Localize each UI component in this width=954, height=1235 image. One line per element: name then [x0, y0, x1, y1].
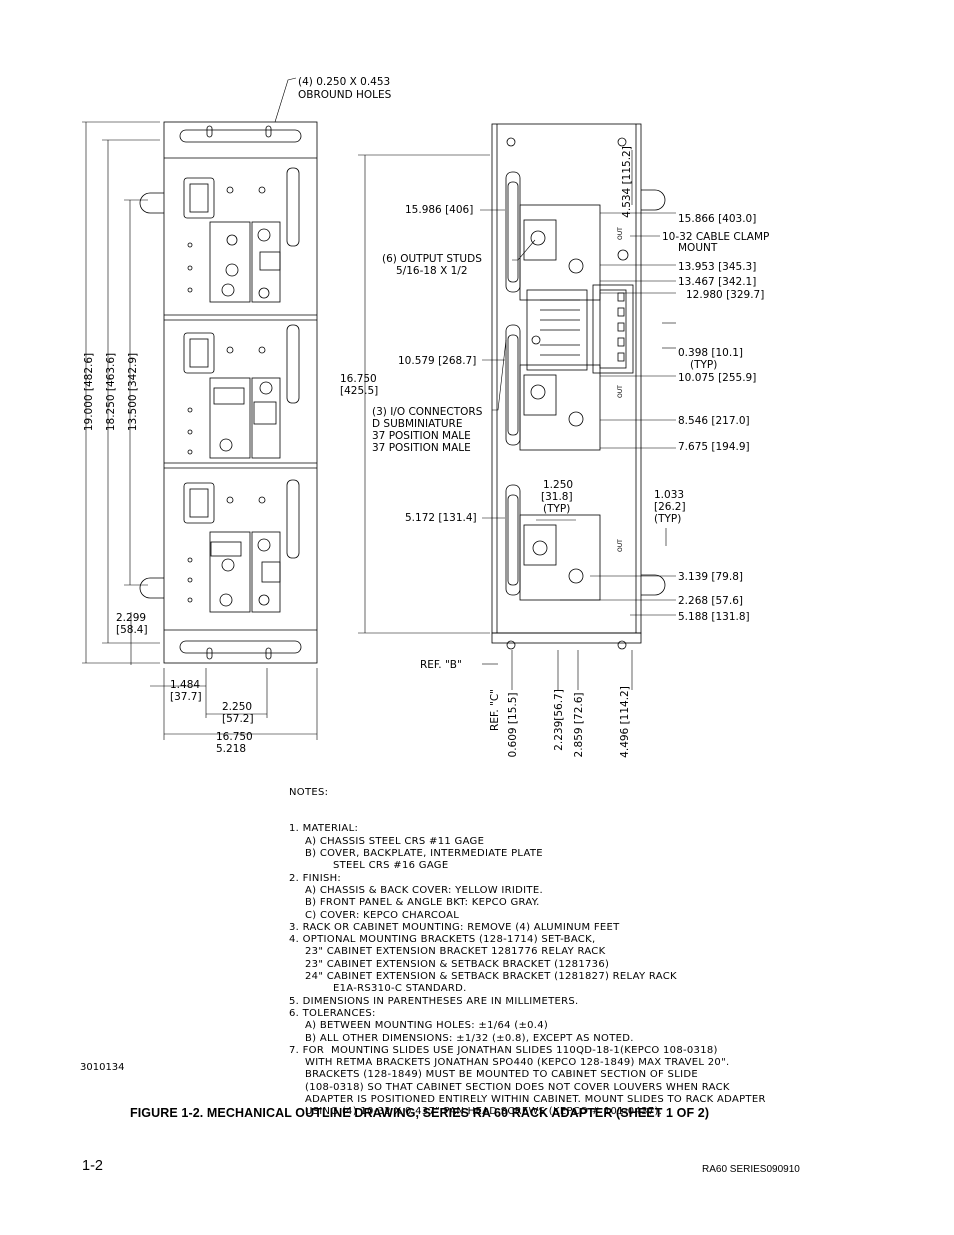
out-label-2: OUT	[617, 385, 624, 398]
note-line: C) COVER: KEPCO CHARCOAL	[305, 909, 460, 921]
dim-1-033-mm: [26.2]	[654, 501, 686, 513]
note-line: A) CHASSIS STEEL CRS #11 GAGE	[305, 835, 485, 847]
note-line: STEEL CRS #16 GAGE	[333, 860, 449, 872]
note-line: 24" CABINET EXTENSION & SETBACK BRACKET …	[305, 971, 677, 983]
dim-2-299: 2.299	[116, 612, 146, 624]
dim-16-750-rear: 16.750	[340, 373, 377, 385]
front-view	[139, 121, 318, 664]
note-line: 4. OPTIONAL MOUNTING BRACKETS (128-1714)…	[289, 934, 596, 946]
dim-5-172: 5.172 [131.4]	[405, 512, 477, 524]
note-line: 23" CABINET EXTENSION & SETBACK BRACKET …	[305, 958, 610, 970]
dim-13-467: 13.467 [342.1]	[678, 276, 756, 288]
dim-10-579: 10.579 [268.7]	[398, 355, 476, 367]
dim-7-675: 7.675 [194.9]	[678, 441, 750, 453]
dim-1-250: 1.250	[543, 479, 573, 491]
dim-1-250-typ: (TYP)	[543, 503, 570, 515]
front-module-3	[183, 479, 300, 613]
out-label-1: OUT	[617, 227, 624, 240]
dim-12-980: 12.980 [329.7]	[686, 289, 764, 301]
rear-view	[491, 123, 666, 650]
dim-5-188: 5.188 [131.8]	[678, 611, 750, 623]
note-line: BRACKETS (128-1849) MUST BE MOUNTED TO C…	[305, 1069, 698, 1081]
dim-13-953: 13.953 [345.3]	[678, 261, 756, 273]
note-line: ADAPTER IS POSITIONED ENTIRELY WITHIN CA…	[305, 1094, 766, 1106]
notes-list: 1. MATERIAL:A) CHASSIS STEEL CRS #11 GAG…	[289, 823, 849, 1118]
io-connectors-label: (3) I/O CONNECTORS	[372, 406, 483, 418]
io-connectors-pos-2: 37 POSITION MALE	[372, 442, 471, 454]
obround-holes-label-2: OBROUND HOLES	[298, 89, 392, 101]
dim-2-268: 2.268 [57.6]	[678, 595, 743, 607]
note-line: 6. TOLERANCES:	[289, 1007, 376, 1019]
note-line: WITH RETMA BRACKETS JONATHAN SPO440 (KEP…	[305, 1057, 730, 1069]
note-line: E1A-RS310-C STANDARD.	[333, 983, 467, 995]
dim-15-986: 15.986 [406]	[405, 204, 473, 216]
dim-16-750-bottom: 16.750	[216, 731, 253, 743]
obround-holes-label-1: (4) 0.250 X 0.453	[298, 76, 390, 88]
dimension-text: (4) 0.250 X 0.453 OBROUND HOLES 19.000 […	[83, 76, 769, 758]
note-line: 1. MATERIAL:	[289, 823, 359, 835]
note-line: 5. DIMENSIONS IN PARENTHESES ARE IN MILL…	[289, 995, 579, 1007]
dim-1-484: 1.484	[170, 679, 200, 691]
dim-4-496: 4.496 [114.2]	[619, 686, 631, 758]
dim-1-250-mm: [31.8]	[541, 491, 573, 503]
dim-15-866: 15.866 [403.0]	[678, 213, 756, 225]
drawing-number: 3010134	[80, 1062, 125, 1073]
note-line: B) COVER, BACKPLATE, INTERMEDIATE PLATE	[305, 848, 543, 860]
dim-2-250-mm: [57.2]	[222, 713, 254, 725]
output-studs-label: (6) OUTPUT STUDS	[382, 253, 482, 265]
note-line: A) BETWEEN MOUNTING HOLES: ±1/64 (±0.4)	[305, 1020, 549, 1032]
note-line: 7. FOR MOUNTING SLIDES USE JONATHAN SLID…	[289, 1044, 718, 1056]
dim-2-250: 2.250	[222, 701, 252, 713]
front-module-1	[183, 167, 300, 303]
dim-1-033: 1.033	[654, 489, 684, 501]
dim-10-075: 10.075 [255.9]	[678, 372, 756, 384]
cable-clamp-mount: MOUNT	[678, 242, 718, 254]
dim-5-218: 5.218	[216, 743, 246, 755]
dim-0-398: 0.398 [10.1]	[678, 347, 743, 359]
dim-13-500: 13.500 [342.9]	[127, 353, 139, 431]
dim-19-000: 19.000 [482.6]	[83, 353, 95, 431]
dim-1-484-mm: [37.7]	[170, 691, 202, 703]
out-label-3: OUT	[617, 539, 624, 552]
dim-2-239: 2.239[56.7]	[553, 689, 565, 751]
front-module-2	[183, 324, 300, 459]
notes-heading: NOTES:	[289, 786, 329, 798]
document-id: RA60 SERIES090910	[702, 1164, 800, 1175]
output-studs-size: 5/16-18 X 1/2	[396, 265, 468, 277]
dim-2-299-mm: [58.4]	[116, 624, 148, 636]
ref-b-label: REF. "B"	[420, 659, 462, 671]
note-line: B) ALL OTHER DIMENSIONS: ±1/32 (±0.8), E…	[305, 1032, 634, 1044]
dim-3-139: 3.139 [79.8]	[678, 571, 743, 583]
figure-caption: FIGURE 1-2. MECHANICAL OUTLINE DRAWING, …	[130, 1106, 710, 1120]
dim-2-859: 2.859 [72.6]	[573, 693, 585, 758]
note-line: B) FRONT PANEL & ANGLE BKT: KEPCO GRAY.	[305, 897, 540, 909]
drawing-notes: NOTES: 1. MATERIAL:A) CHASSIS STEEL CRS …	[289, 762, 849, 1131]
note-line: (108-0318) SO THAT CABINET SECTION DOES …	[305, 1081, 730, 1093]
dim-16-750-rear-mm: [425.5]	[340, 385, 378, 397]
dimension-lines	[82, 77, 676, 740]
ref-c-label: REF. "C"	[489, 689, 501, 731]
dim-18-250: 18.250 [463.6]	[105, 353, 117, 431]
dim-8-546: 8.546 [217.0]	[678, 415, 750, 427]
note-line: USING (4) 10-32 X 0.437" PAN HEAD SCREWS…	[305, 1106, 663, 1118]
page-number: 1-2	[82, 1158, 103, 1174]
dim-4-534: 4.534 [115.2]	[621, 146, 633, 218]
dim-0-398-typ: (TYP)	[690, 359, 717, 371]
io-connectors-pos-1: 37 POSITION MALE	[372, 430, 471, 442]
note-line: 23" CABINET EXTENSION BRACKET 1281776 RE…	[305, 946, 606, 958]
cable-clamp-label: 10-32 CABLE CLAMP	[662, 231, 769, 243]
note-line: 2. FINISH:	[289, 872, 342, 884]
note-line: 3. RACK OR CABINET MOUNTING: REMOVE (4) …	[289, 921, 620, 933]
io-connectors-type: D SUBMINIATURE	[372, 418, 462, 430]
note-line: A) CHASSIS & BACK COVER: YELLOW IRIDITE.	[305, 884, 543, 896]
dim-0-609: 0.609 [15.5]	[507, 693, 519, 758]
dim-1-033-typ: (TYP)	[654, 513, 681, 525]
